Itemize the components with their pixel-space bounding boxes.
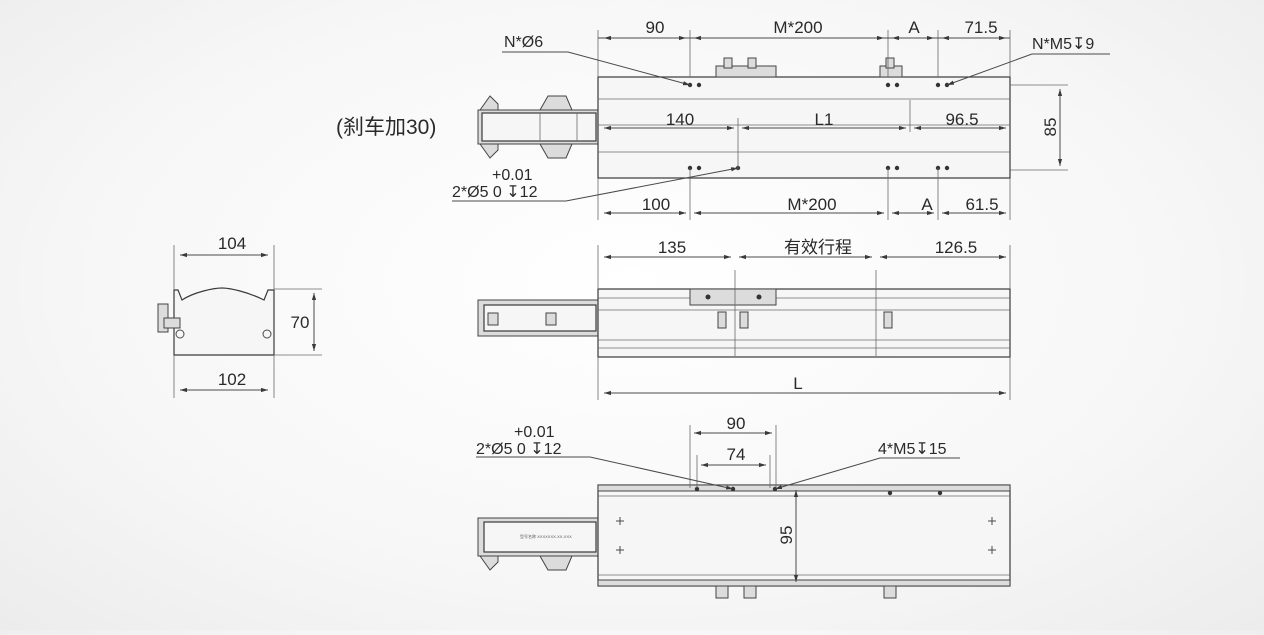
bottom-view: 型号名称 XXXXXXX-XX-XXX 90 74 +0.01 2*Ø5 [476, 414, 1011, 599]
end-profile [173, 287, 275, 356]
callout-thread-bottom: 4*M5↧15 [878, 441, 947, 458]
dim-top-90: 90 [646, 18, 665, 37]
end-view: 104 102 70 [157, 234, 322, 398]
dim-side-stroke: 有效行程 [784, 238, 852, 257]
tolerance-top: +0.01 [492, 167, 533, 184]
dim-side-l: L [793, 374, 802, 393]
dim-side-135: 135 [658, 238, 686, 257]
brake-note: (刹车加30) [336, 116, 436, 139]
dim-bottom-a: A [921, 195, 933, 214]
tolerance-bottom: +0.01 [514, 424, 555, 441]
dim-end-102: 102 [218, 370, 246, 389]
callout-pin-bottom: 2*Ø5 0 ↧12 [476, 441, 562, 458]
callout-holes: N*Ø6 [504, 34, 543, 51]
dim-top-71-5: 71.5 [964, 18, 997, 37]
dim-end-70: 70 [291, 313, 310, 332]
dim-end-104: 104 [218, 234, 246, 253]
dim-bottom-100: 100 [642, 195, 670, 214]
dim-bottom-view-95: 95 [777, 526, 796, 545]
dim-top-a: A [908, 18, 920, 37]
side-view: 135 有效行程 126.5 L [477, 238, 1011, 400]
dim-bottom-view-90: 90 [727, 414, 746, 433]
bottom-brake-extension: 型号名称 XXXXXXX-XX-XXX [477, 517, 601, 571]
top-view: 90 M*200 A 71.5 140 L1 96.5 100 M*200 A … [336, 18, 1110, 220]
dim-mid-l1: L1 [815, 110, 834, 129]
dim-height-85: 85 [1041, 118, 1060, 137]
brake-extension [477, 95, 601, 159]
callout-thread: N*M5↧9 [1032, 36, 1094, 53]
dim-bottom-m200: M*200 [787, 195, 836, 214]
actuator-body-bottom [597, 484, 1011, 587]
callout-pin-top: 2*Ø5 0 ↧12 [452, 184, 538, 201]
dim-bottom-61-5: 61.5 [965, 195, 998, 214]
dim-top-m200: M*200 [773, 18, 822, 37]
dim-mid-140: 140 [666, 110, 694, 129]
actuator-body-side [597, 288, 1011, 358]
dim-mid-96-5: 96.5 [945, 110, 978, 129]
dim-bottom-view-74: 74 [727, 445, 746, 464]
model-label: 型号名称 XXXXXXX-XX-XXX [520, 533, 572, 539]
mount-marks [616, 517, 996, 554]
dim-side-126-5: 126.5 [935, 238, 978, 257]
slider-carriage [689, 288, 777, 306]
